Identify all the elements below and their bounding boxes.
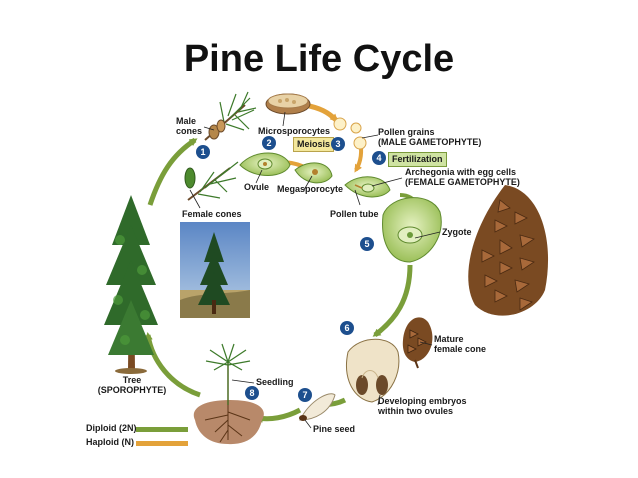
label-meiosis: Meiosis xyxy=(293,137,335,152)
step-badge-1: 1 xyxy=(196,145,210,159)
arrow-meiosis xyxy=(304,102,339,123)
label-line: (FEMALE GAMETOPHYTE) xyxy=(405,177,520,187)
label-line: cones xyxy=(176,126,203,136)
label-line: within two ovules xyxy=(378,406,454,416)
label-line: (SPOROPHYTE) xyxy=(97,385,167,395)
mature-cone-illustration xyxy=(402,317,433,369)
ovule-scale xyxy=(239,152,291,176)
step-badge-4: 4 xyxy=(372,151,386,165)
arrow-seed-to-seedling xyxy=(255,407,302,423)
step-badge-8: 8 xyxy=(245,386,259,400)
label-line: Mature xyxy=(434,334,464,344)
label-female-cones: Female cones xyxy=(182,209,242,219)
label-pine-seed: Pine seed xyxy=(313,424,356,434)
microsporangium xyxy=(265,93,311,115)
pollen-grains xyxy=(333,117,367,150)
step-badge-5: 5 xyxy=(360,237,374,251)
step-badge-3: 3 xyxy=(331,137,345,151)
megasporocyte-scale xyxy=(294,162,333,184)
leader-lines xyxy=(189,111,441,429)
label-megasporocyte: Megasporocyte xyxy=(277,184,344,194)
zygote-cell xyxy=(382,197,442,263)
label-line: female cone xyxy=(434,344,487,354)
step-badge-2: 2 xyxy=(262,136,276,150)
male-cone-branch xyxy=(204,91,257,141)
label-microsporocytes: Microsporocytes xyxy=(258,126,331,136)
label-ovule: Ovule xyxy=(244,182,270,192)
label-seedling: Seedling xyxy=(256,377,294,387)
label-pollen-tube: Pollen tube xyxy=(330,209,379,219)
label-archegonia: Archegonia with egg cells (FEMALE GAMETO… xyxy=(405,167,520,187)
arrow-tree-to-cones xyxy=(147,137,198,206)
legend-haploid-swatch xyxy=(136,441,188,446)
legend-diploid-label: Diploid (2N) xyxy=(86,423,137,433)
label-mature-cone: Mature female cone xyxy=(434,334,486,354)
step-badge-6: 6 xyxy=(340,321,354,335)
label-pollen-grains: Pollen grains (MALE GAMETOPHYTE) xyxy=(378,127,481,147)
label-line: Pollen grains xyxy=(378,127,435,137)
legend-haploid-label: Haploid (N) xyxy=(86,437,134,447)
label-line: (MALE GAMETOPHYTE) xyxy=(378,137,482,147)
tree-photo-inset xyxy=(180,222,250,318)
label-tree: Tree (SPOROPHYTE) xyxy=(92,375,172,395)
female-cone-branch xyxy=(184,161,239,201)
arrow-seedling-to-tree xyxy=(144,332,201,398)
developing-embryo-scale xyxy=(346,338,400,403)
label-male-cones: Male cones xyxy=(176,116,202,136)
label-developing-embryos: Developing embryos within two ovules xyxy=(378,396,467,416)
pine-seed xyxy=(299,393,336,421)
seedling-illustration xyxy=(193,343,264,445)
archegonia-scale xyxy=(344,176,391,198)
label-line: Archegonia with egg cells xyxy=(405,167,517,177)
label-fertilization: Fertilization xyxy=(388,152,447,167)
label-zygote: Zygote xyxy=(442,227,472,237)
step-badge-7: 7 xyxy=(298,388,312,402)
label-line: Developing embryos xyxy=(378,396,467,406)
pine-tree-illustration xyxy=(104,195,158,374)
arrow-zygote-to-embryo xyxy=(372,264,413,337)
pine-cone-photo xyxy=(468,185,549,316)
label-line: Tree xyxy=(122,375,142,385)
page-title: Pine Life Cycle xyxy=(183,38,455,80)
label-line: Male xyxy=(176,116,197,126)
legend-diploid-swatch xyxy=(136,427,188,432)
